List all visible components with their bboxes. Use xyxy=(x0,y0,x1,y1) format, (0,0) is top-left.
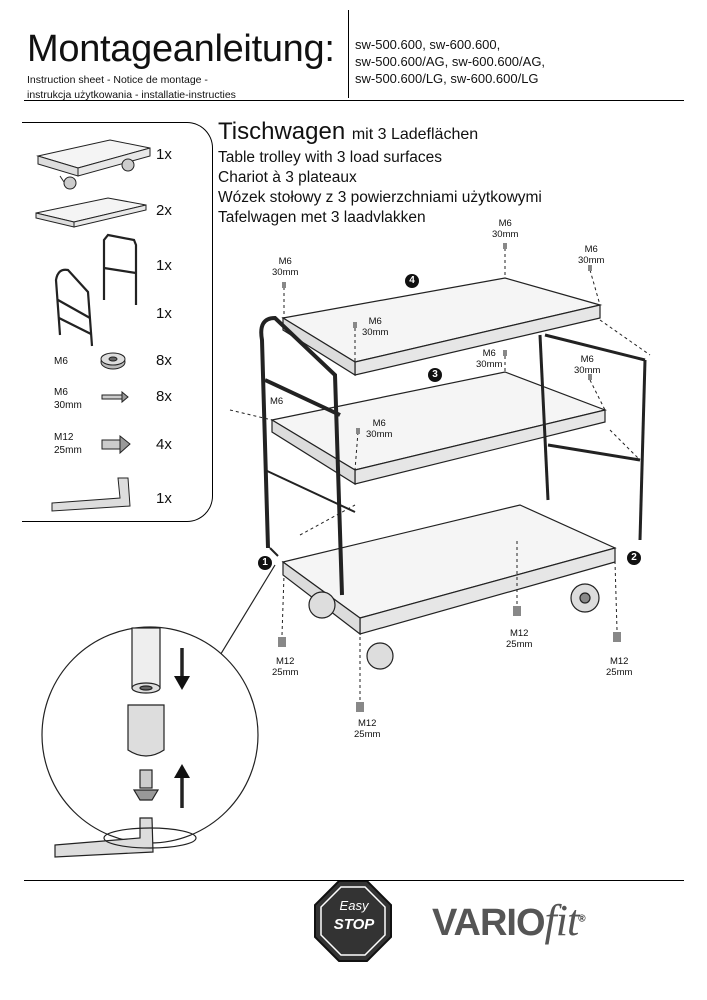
side-frame-illustration xyxy=(102,233,138,305)
document-title: Montageanleitung: xyxy=(27,28,335,70)
trolley-drawing xyxy=(41,243,651,858)
footer-rule xyxy=(24,880,684,881)
header-divider xyxy=(348,10,349,98)
easy-stop-logo xyxy=(314,880,392,962)
hex-key-qty: 1x xyxy=(156,490,172,507)
step-number-4: 4 xyxy=(405,274,419,288)
nut-qty: 8x xyxy=(156,352,172,369)
handle-frame-illustration xyxy=(54,268,94,347)
step-number-3: 3 xyxy=(428,368,442,382)
part-handle-frame-qty: 1x xyxy=(156,305,172,322)
product-line-fr: Chariot à 3 plateaux xyxy=(218,169,357,186)
step-number-2: 2 xyxy=(627,551,641,565)
parts-list-box xyxy=(22,122,213,522)
part-side-frame-qty: 1x xyxy=(156,257,172,274)
shelf-illustration xyxy=(35,197,147,228)
easy-stop-logo-bottom: STOP xyxy=(333,916,375,933)
m12-screw-label-2: 25mm xyxy=(54,445,82,456)
product-line-pl: Wózek stołowy z 3 powierzchniami użytkow… xyxy=(218,189,542,206)
hex-key-illustration xyxy=(51,477,131,512)
m6-screw-qty: 8x xyxy=(156,388,172,405)
model-line-1: sw-500.600, sw-600.600, xyxy=(355,37,501,52)
step-number-1: 1 xyxy=(258,556,272,570)
nut-illustration xyxy=(100,352,126,370)
easy-stop-logo-top: Easy xyxy=(339,898,369,913)
m6-screw-label-1: M6 xyxy=(54,387,68,398)
base-frame-illustration xyxy=(36,139,151,190)
m12-screw-label-1: M12 xyxy=(54,432,74,443)
model-line-3: sw-500.600/LG, sw-600.600/LG xyxy=(355,71,539,86)
model-line-2: sw-500.600/AG, sw-600.600/AG, xyxy=(355,54,546,69)
m6-screw-label-2: 30mm xyxy=(54,400,82,411)
subtitle-line-2: instrukcja użytkowania - installatie-ins… xyxy=(27,89,236,101)
product-name: Tischwagen mit 3 Ladeflächen xyxy=(218,118,479,145)
header-rule xyxy=(24,100,684,101)
product-line-en: Table trolley with 3 load surfaces xyxy=(218,149,443,166)
variofit-logo: VARIOfit® xyxy=(432,896,586,945)
product-line-nl: Tafelwagen met 3 laadvlakken xyxy=(218,209,426,226)
nut-label: M6 xyxy=(54,356,68,367)
m12-screw-illustration xyxy=(101,434,131,455)
subtitle-line-1: Instruction sheet - Notice de montage - xyxy=(27,74,208,86)
m12-screw-qty: 4x xyxy=(156,436,172,453)
part-base-qty: 1x xyxy=(156,146,172,163)
screw-label-mid-left: M6 xyxy=(270,396,284,407)
part-shelf-qty: 2x xyxy=(156,202,172,219)
m6-screw-illustration xyxy=(101,390,129,404)
